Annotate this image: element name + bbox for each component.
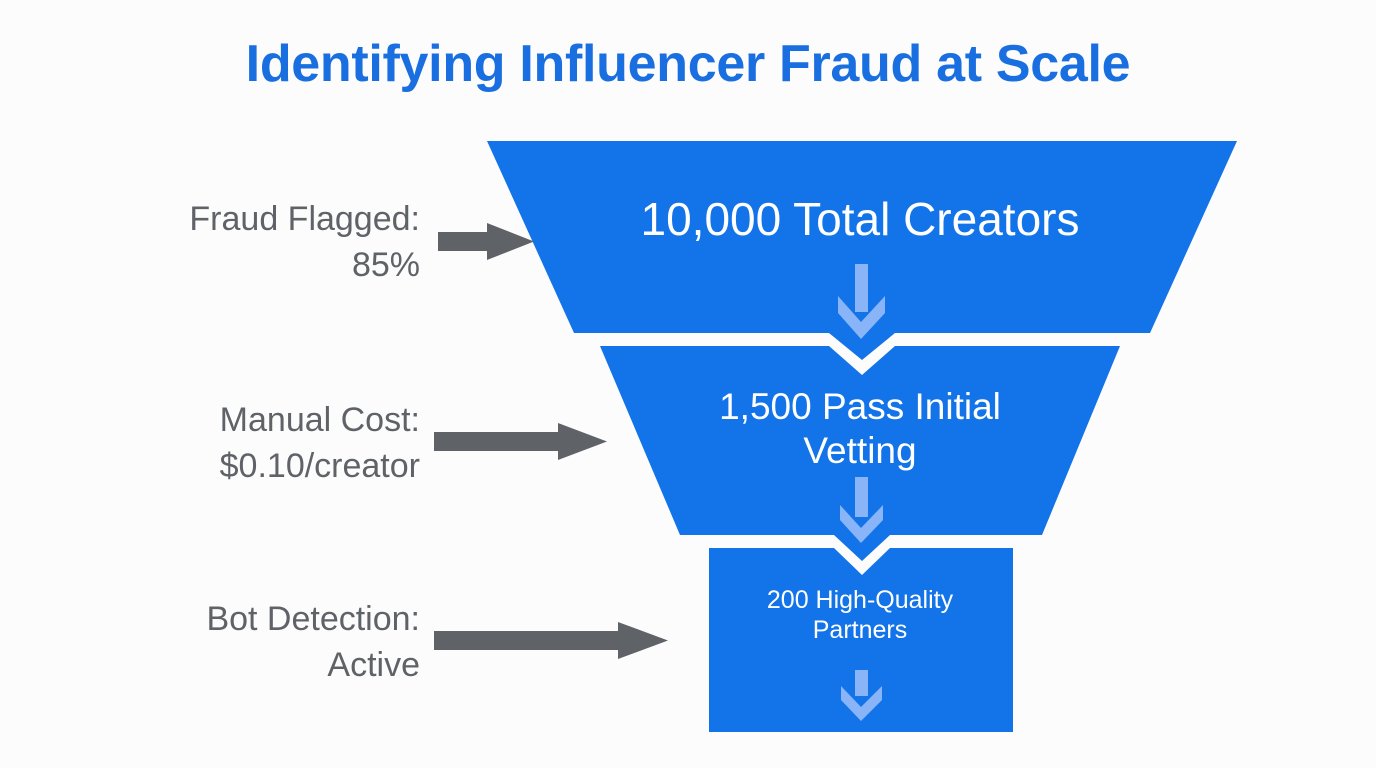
inner-down-arrow-2 [840,477,883,543]
connector-arrow-2 [434,423,607,460]
funnel-stage-2-shape [600,346,1120,561]
funnel-stage-3-label: 200 High-Quality Partners [766,586,954,644]
annotation-manual-cost: Manual Cost: $0.10/creator [219,401,420,485]
funnel-stage-3-shape [709,548,1013,732]
connector-arrow-3 [434,622,668,659]
annotation-bot-detection: Bot Detection: Active [206,600,420,684]
connector-arrow-1 [438,223,534,260]
page-title: Identifying Influencer Fraud at Scale [245,35,1131,93]
funnel-stage-1-label: 10,000 Total Creators [640,193,1080,245]
funnel-stage-2-label: 1,500 Pass Initial Vetting [719,386,1001,471]
inner-down-arrow-1 [838,264,885,339]
inner-down-arrow-3 [841,670,882,721]
annotation-fraud-flagged: Fraud Flagged: 85% [189,200,420,284]
funnel-stage-1-shape [487,141,1237,360]
